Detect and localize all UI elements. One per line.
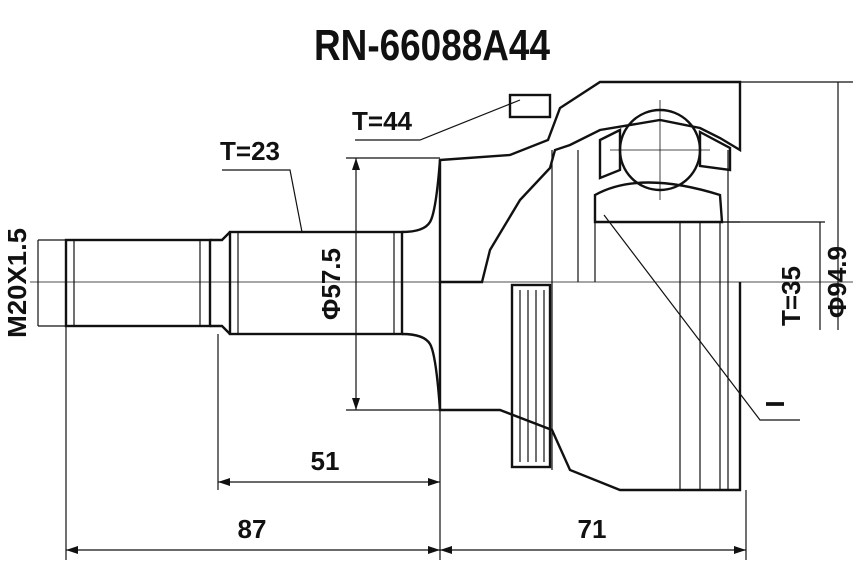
inner-race [593, 128, 740, 490]
section-marker-label: I [760, 400, 790, 407]
outer-housing [438, 80, 742, 492]
part-number-title: RN-66088A44 [314, 21, 550, 70]
shaft-diameter-label: Φ57.5 [316, 248, 346, 320]
body-fillet [401, 159, 442, 411]
dimension-87-label: 87 [238, 514, 267, 544]
dimension-51-label: 51 [311, 446, 340, 476]
inner-spline-tooth-count-label: T=35 [776, 266, 806, 326]
thread-size-label: M20X1.5 [2, 228, 32, 338]
abs-tooth-count-label: T=44 [352, 106, 413, 136]
spline-tooth-count-label: T=23 [220, 136, 280, 166]
abs-tone-ring [508, 93, 552, 469]
dimension-71-label: 71 [578, 514, 607, 544]
spline-shaft [228, 230, 404, 336]
shaft-neck [210, 231, 231, 335]
outer-diameter-label: Φ94.9 [822, 246, 852, 318]
threaded-end [64, 238, 212, 328]
